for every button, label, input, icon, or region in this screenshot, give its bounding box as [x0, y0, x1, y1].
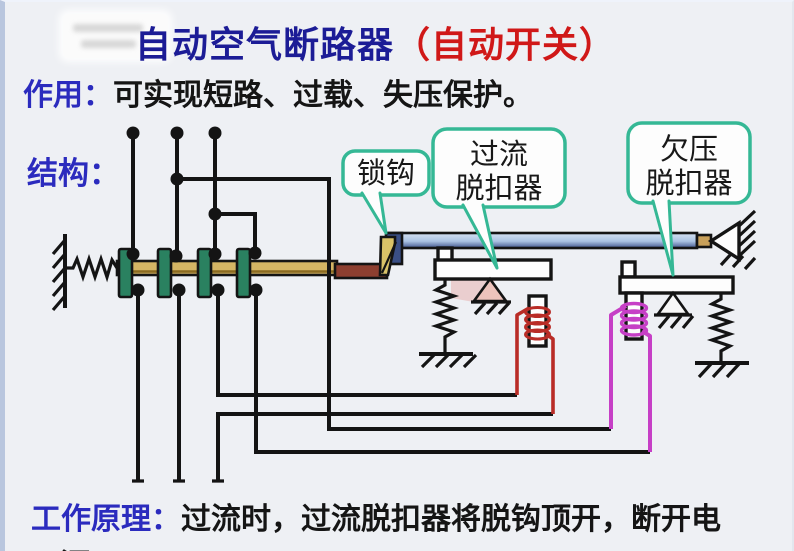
callout-undervoltage-line1: 欠压 — [660, 133, 718, 166]
uv-lever — [618, 275, 735, 295]
contact-bridges — [117, 247, 252, 299]
title-paren: （自动开关） — [394, 24, 617, 65]
uv-core — [624, 291, 644, 341]
oc-electromagnet — [515, 294, 555, 414]
supply-wires — [126, 126, 611, 431]
principle-text: 过流时，过流脱扣器将脱钩顶开，断开电 — [181, 503, 721, 536]
uv-spring-ground — [695, 361, 749, 379]
principle-line2: 源。…… — [60, 540, 180, 551]
oc-pivot — [471, 276, 511, 316]
principle-line: 工作原理：过流时，过流脱扣器将脱钩顶开，断开电 — [31, 494, 721, 538]
page-title: 自动空气断路器（自动开关） — [135, 16, 616, 68]
function-text: 可实现短路、过载、失压保护。 — [113, 79, 533, 112]
circuit-diagram: 锁钩 过流 脱扣器 欠压 脱扣器 — [51, 121, 757, 483]
undervoltage-trip-device — [609, 260, 749, 452]
callout-overcurrent: 过流 脱扣器 — [431, 127, 567, 270]
trip-bar-pivot-anchor — [695, 209, 757, 271]
main-contact-bar — [115, 259, 389, 280]
title-main: 自动空气断路器 — [135, 24, 395, 65]
callout-lock-hook: 锁钩 — [341, 149, 431, 235]
uv-armature-stub — [620, 260, 637, 279]
structure-label: 结构： — [27, 156, 120, 191]
watermark-blur — [63, 14, 168, 58]
principle-label: 工作原理： — [31, 503, 181, 536]
lock-hook — [378, 235, 398, 277]
left-wall-anchor — [51, 234, 67, 312]
callout-lock-hook-text: 锁钩 — [357, 157, 415, 190]
callout-overcurrent-line1: 过流 — [470, 138, 528, 171]
callout-undervoltage: 欠压 脱扣器 — [626, 121, 752, 277]
function-line: 作用：可实现短路、过载、失压保护。 — [23, 70, 533, 114]
left-spring — [65, 253, 119, 283]
callout-overcurrent-line2: 脱扣器 — [455, 172, 542, 205]
oc-spring-ground — [419, 352, 478, 369]
overcurrent-trip-device — [419, 246, 555, 414]
uv-pivot — [654, 290, 695, 330]
callout-undervoltage-line2: 脱扣器 — [645, 167, 732, 200]
oc-return-spring — [430, 279, 460, 354]
uv-return-spring — [706, 293, 736, 363]
load-wires — [131, 283, 650, 483]
function-label: 作用： — [23, 79, 113, 112]
uv-electromagnet — [609, 291, 652, 452]
